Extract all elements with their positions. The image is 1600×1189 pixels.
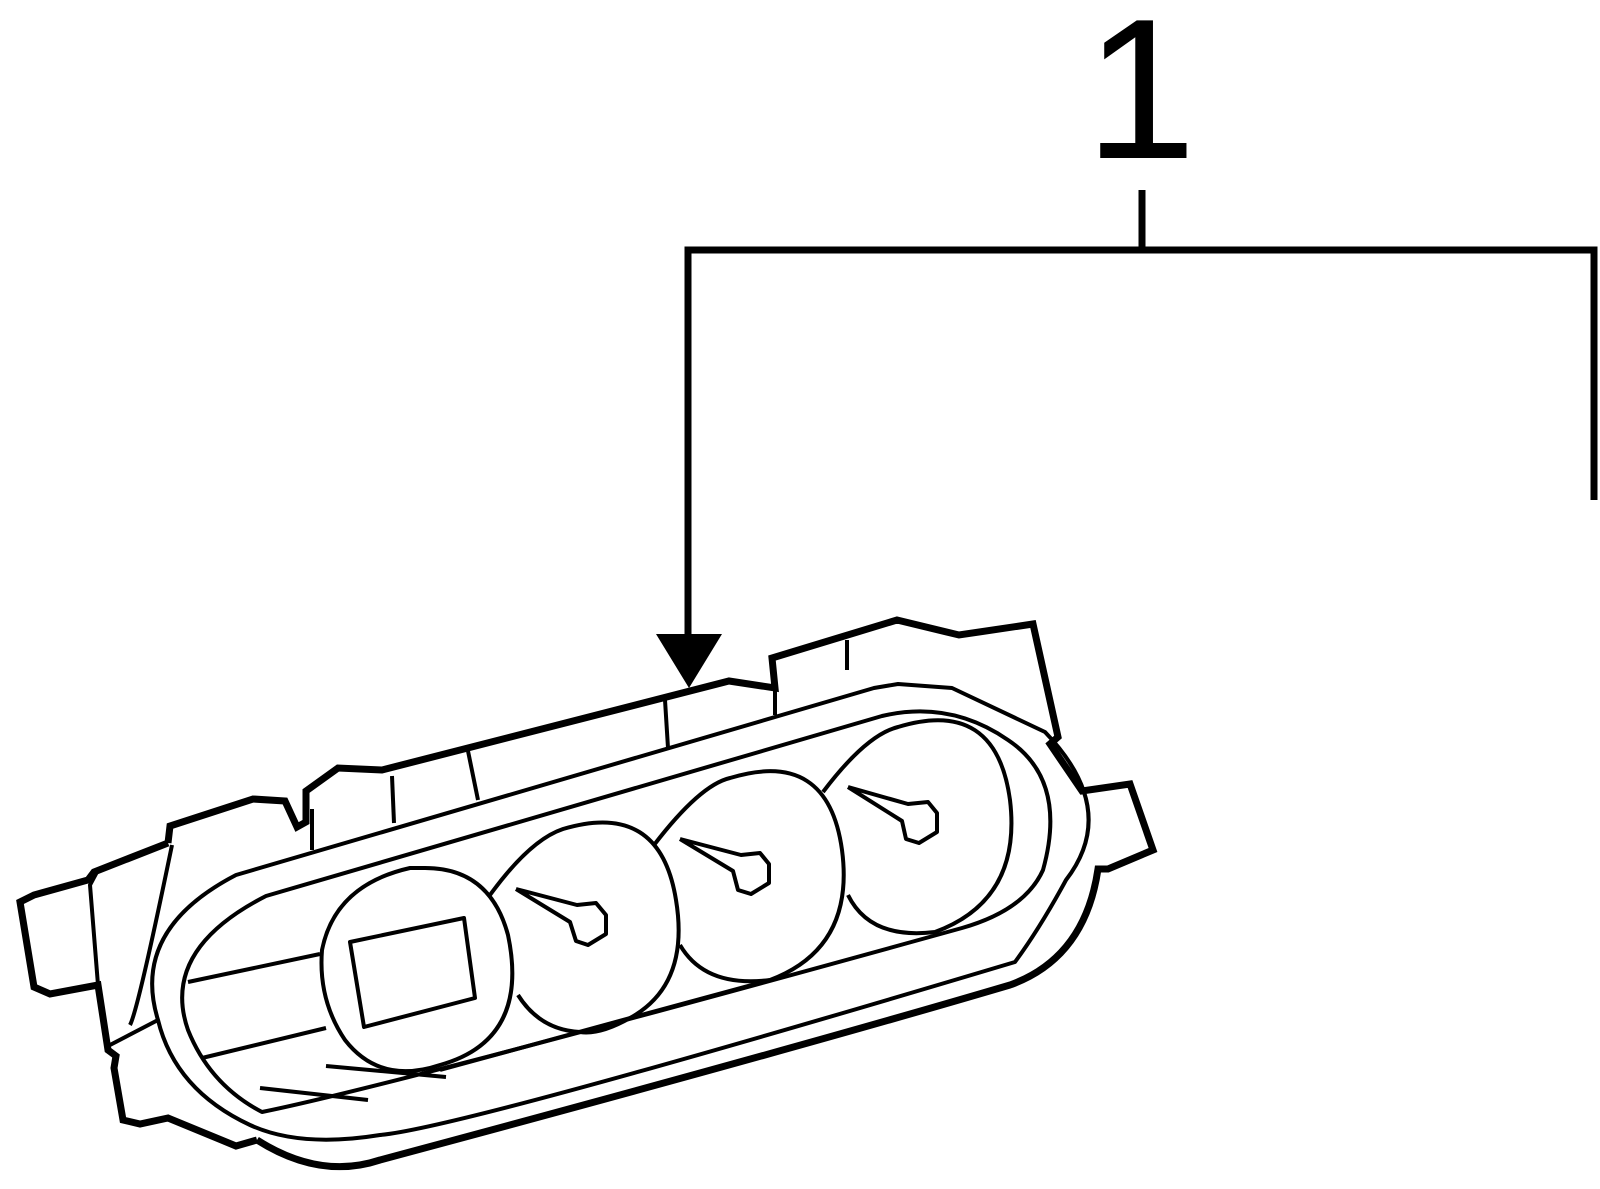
cavity-outline [488,820,681,1035]
rib-line [390,775,396,824]
terminal-rect [348,916,477,1029]
terminal-pin-icon [514,887,608,947]
callout-number: 1 [1085,0,1197,201]
terminal-cavity-2 [488,820,681,1035]
cavity-outline [821,718,1014,936]
cavity-outline [319,866,515,1074]
terminal-cavity-4 [821,718,1014,936]
rib-line [466,750,480,801]
face-edge-line [187,952,321,984]
connector-housing [16,616,1158,1171]
face-rim [128,682,1091,1142]
face-edge-line [201,1026,327,1060]
face-inner-rim [180,709,1053,1114]
leader-bracket [684,246,1598,640]
callout-leader [656,190,1598,688]
housing-outer-outline [16,839,258,1150]
terminal-cavity-3 [652,769,846,984]
terminal-pin-icon [846,785,939,845]
base-line [439,1016,631,1072]
base-line [629,978,771,1020]
cavity-base [439,978,771,1072]
connector-face [88,682,1091,1142]
face-edge-line [109,1018,159,1047]
face-outer-outline [88,841,169,986]
terminal-pin-icon [678,837,771,896]
cavity-outline [652,769,846,984]
wire-stub [259,1086,369,1102]
rib-line [663,699,670,749]
arrowhead-icon [656,634,722,688]
terminal-cavity-1 [259,866,515,1102]
wire-stub [325,1064,447,1079]
housing-bottom-edge [164,616,1158,1171]
